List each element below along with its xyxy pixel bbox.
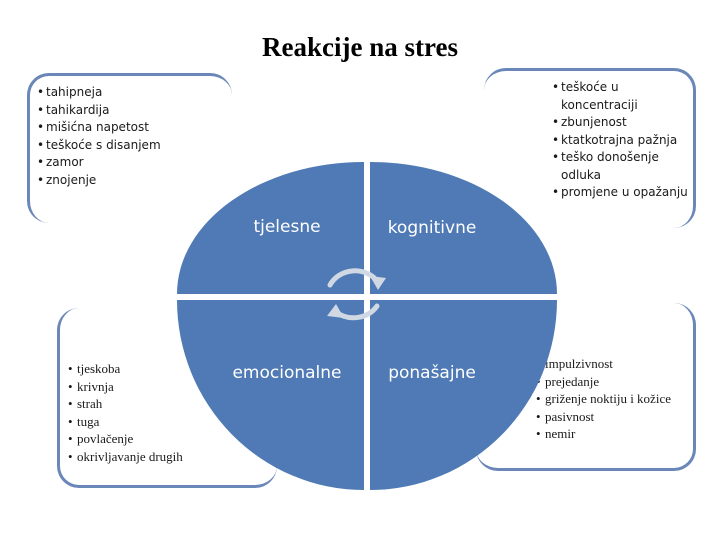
list-item: pasivnost — [536, 408, 686, 426]
list-item: teškoće s disanjem — [37, 137, 161, 155]
list-item: nemir — [536, 425, 686, 443]
quadrant-top-left — [177, 162, 364, 294]
list-item: zbunjenost — [552, 114, 692, 132]
list-item: krivnja — [68, 378, 183, 396]
cognitive-reactions-list: teškoće u koncentracijizbunjenostktatkot… — [552, 79, 692, 202]
circular-arrows-icon — [327, 268, 386, 321]
list-item: tjeskoba — [68, 360, 183, 378]
list-item: tuga — [68, 413, 183, 431]
physical-reactions-card: tahipnejatahikardijamišićna napetosttešk… — [27, 73, 232, 223]
list-item: povlačenje — [68, 430, 183, 448]
list-item: tahikardija — [37, 102, 161, 120]
quadrant-bottom-left — [177, 300, 364, 490]
quadrant-label-cognitive: kognitivne — [388, 218, 477, 238]
behavioral-reactions-list: impulzivnostprejedanjegriženje noktiju i… — [536, 355, 686, 443]
list-item: ktatkotrajna pažnja — [552, 132, 692, 150]
list-item: teškoće u koncentraciji — [552, 79, 692, 114]
list-item: tahipneja — [37, 84, 161, 102]
quadrant-label-behavioral: ponašajne — [388, 363, 476, 383]
list-item: promjene u opažanju — [552, 184, 692, 202]
cognitive-reactions-card: teškoće u koncentracijizbunjenostktatkot… — [484, 68, 696, 228]
list-item: okrivljavanje drugih — [68, 448, 183, 466]
quadrant-label-emotional: emocionalne — [232, 363, 341, 383]
list-item: zamor — [37, 154, 161, 172]
physical-reactions-list: tahipnejatahikardijamišićna napetosttešk… — [37, 84, 161, 189]
quadrant-bottom-right — [370, 300, 557, 490]
diagram-title: Reakcije na stres — [262, 32, 458, 62]
list-item: strah — [68, 395, 183, 413]
quadrant-label-physical: tjelesne — [253, 217, 320, 237]
list-item: mišićna napetost — [37, 119, 161, 137]
emotional-reactions-list: tjeskobakrivnjastrahtugapovlačenjeokrivl… — [68, 360, 183, 465]
list-item: griženje noktiju i kožice — [536, 390, 686, 408]
list-item: znojenje — [37, 172, 161, 190]
list-item: teško donošenje odluka — [552, 149, 692, 184]
quadrant-top-right — [370, 162, 557, 294]
